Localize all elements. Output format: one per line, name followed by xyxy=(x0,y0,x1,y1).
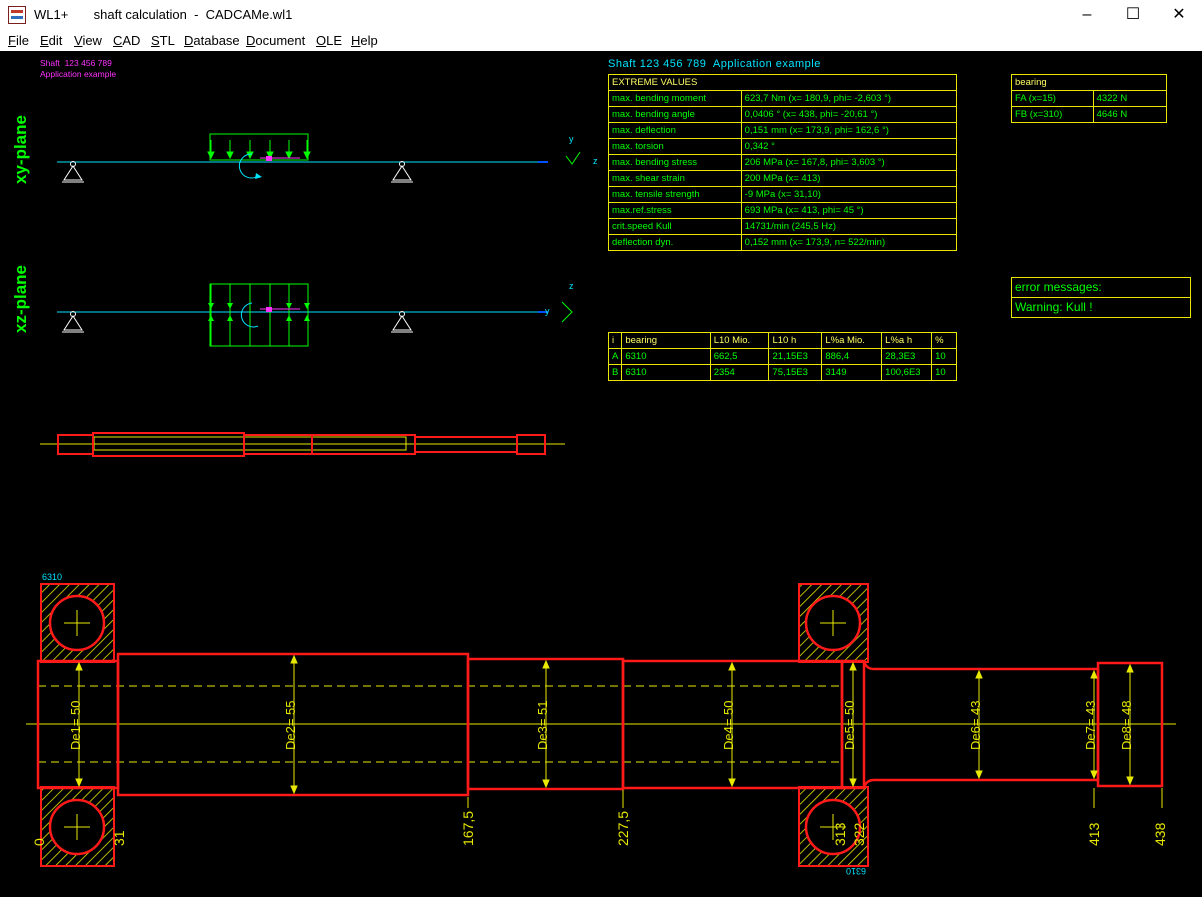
diameter-label: De7= 43 xyxy=(1083,700,1098,750)
table-row: FB (x=310)4646 N xyxy=(1011,106,1168,123)
window-title: WL1+ shaft calculation - CADCAMe.wl1 xyxy=(34,7,292,22)
xz-plane-label: xz-plane xyxy=(11,264,30,333)
shaft-id-label: Shaft 123 456 789 xyxy=(40,58,112,68)
error-messages-title: error messages: xyxy=(1015,280,1102,294)
table-row: max. bending stress 206 MPa (x= 167,8, p… xyxy=(608,154,958,171)
bearing-right xyxy=(798,583,869,867)
axis-y-label: y xyxy=(545,306,550,316)
menu-ole[interactable]: OLE xyxy=(316,33,343,48)
position-label: 227,5 xyxy=(615,811,631,846)
diameter-label: De4= 50 xyxy=(721,700,736,750)
extreme-values-header: EXTREME VALUES xyxy=(608,74,957,91)
menu-database[interactable]: Database xyxy=(184,33,240,48)
warning-message: Warning: Kull ! xyxy=(1012,297,1190,317)
axis-z-label: z xyxy=(569,281,574,291)
support-triangle-icon xyxy=(62,161,84,183)
position-label: 413 xyxy=(1086,822,1102,846)
bearing-force-table: bearing FA (x=15)4322 N FB (x=310)4646 N xyxy=(1011,74,1168,123)
xy-load-area xyxy=(209,133,309,161)
table-row: FA (x=15)4322 N xyxy=(1011,90,1168,107)
xy-plane-label: xy-plane xyxy=(11,115,30,184)
support-triangle-icon xyxy=(391,311,413,333)
diameter-label: De2= 55 xyxy=(283,700,298,750)
xz-plane-diagram: z y xyxy=(57,281,574,347)
table-row: A 6310 662,5 21,15E3 886,4 28,3E3 10 xyxy=(607,348,957,365)
menu-stl[interactable]: STL xyxy=(151,33,175,48)
table-row: deflection dyn.0,152 mm (x= 173,9, n= 52… xyxy=(608,234,958,251)
app-icon[interactable] xyxy=(8,6,26,24)
cad-canvas[interactable] xyxy=(0,51,1202,897)
bearing-right-label: 6310 xyxy=(846,866,866,876)
diameter-label: De1= 50 xyxy=(68,700,83,750)
diameter-label: De8= 48 xyxy=(1119,700,1134,750)
table-row: max. tensile strength -9 MPa (x= 31,10) xyxy=(608,186,958,203)
diameter-label: De5= 50 xyxy=(842,700,857,750)
bearing-life-table: i bearing L10 Mio. L10 h L%a Mio. L%a h … xyxy=(607,332,957,381)
axis-z-label: z xyxy=(593,156,598,166)
xy-axis-triad-icon: y z xyxy=(565,134,598,166)
bearing-left-label: 6310 xyxy=(42,572,62,582)
close-button[interactable]: ✕ xyxy=(1172,6,1186,23)
menu-edit[interactable]: Edit xyxy=(40,33,63,48)
menu-help[interactable]: Help xyxy=(351,33,378,48)
position-label: 438 xyxy=(1152,822,1168,846)
menu-bar: File Edit View CAD STL Database Document… xyxy=(0,30,1202,52)
xz-load-area xyxy=(209,283,309,347)
results-title: Shaft 123 456 789 Application example xyxy=(608,58,821,70)
menu-view[interactable]: View xyxy=(74,33,102,48)
table-row: max.ref.stress 693 MPa (x= 413, phi= 45 … xyxy=(608,202,958,219)
menu-file[interactable]: File xyxy=(8,33,29,48)
document-title: shaft calculation - CADCAMe.wl1 xyxy=(93,7,293,22)
table-row: B 6310 2354 75,15E3 3149 100,6E3 10 xyxy=(607,364,957,381)
app-name: WL1+ xyxy=(34,7,69,22)
table-row: max. shear strain 200 MPa (x= 413) xyxy=(608,170,958,187)
diameter-label: De6= 43 xyxy=(968,700,983,750)
title-bar: WL1+ shaft calculation - CADCAMe.wl1 – ☐… xyxy=(0,0,1202,30)
support-triangle-icon xyxy=(391,161,413,183)
shaft-segment-8 xyxy=(1096,661,1164,788)
bearing-force-header: bearing xyxy=(1011,74,1167,91)
minimize-button[interactable]: – xyxy=(1082,6,1092,23)
menu-document[interactable]: Document xyxy=(246,33,306,48)
xz-axis-triad-icon: z y xyxy=(545,281,574,323)
application-label: Application example xyxy=(40,69,117,79)
shaft-overview xyxy=(40,432,565,457)
shaft-segment-5 xyxy=(840,659,866,790)
position-label: 167,5 xyxy=(460,811,476,846)
diameter-label: De3= 51 xyxy=(535,700,550,750)
shaft-detail-drawing: De1= 50 De2= 55 De3= 51 De4= 50 De5= 50 … xyxy=(26,572,1176,876)
maximize-button[interactable]: ☐ xyxy=(1125,6,1141,23)
position-label: 31 xyxy=(111,830,127,846)
axis-y-label: y xyxy=(569,134,574,144)
position-label: 322 xyxy=(851,822,867,846)
table-header-row: i bearing L10 Mio. L10 h L%a Mio. L%a h … xyxy=(607,332,957,349)
position-label: 313 xyxy=(832,822,848,846)
bearing-left xyxy=(40,583,115,867)
table-row: crit.speed Kull 14731/min (245,5 Hz) xyxy=(608,218,958,235)
error-messages-box: error messages: Warning: Kull ! xyxy=(1011,277,1191,318)
menu-cad[interactable]: CAD xyxy=(113,33,141,48)
position-label: 0 xyxy=(31,838,47,846)
support-triangle-icon xyxy=(62,311,84,333)
xy-plane-diagram: y z xyxy=(57,133,598,183)
